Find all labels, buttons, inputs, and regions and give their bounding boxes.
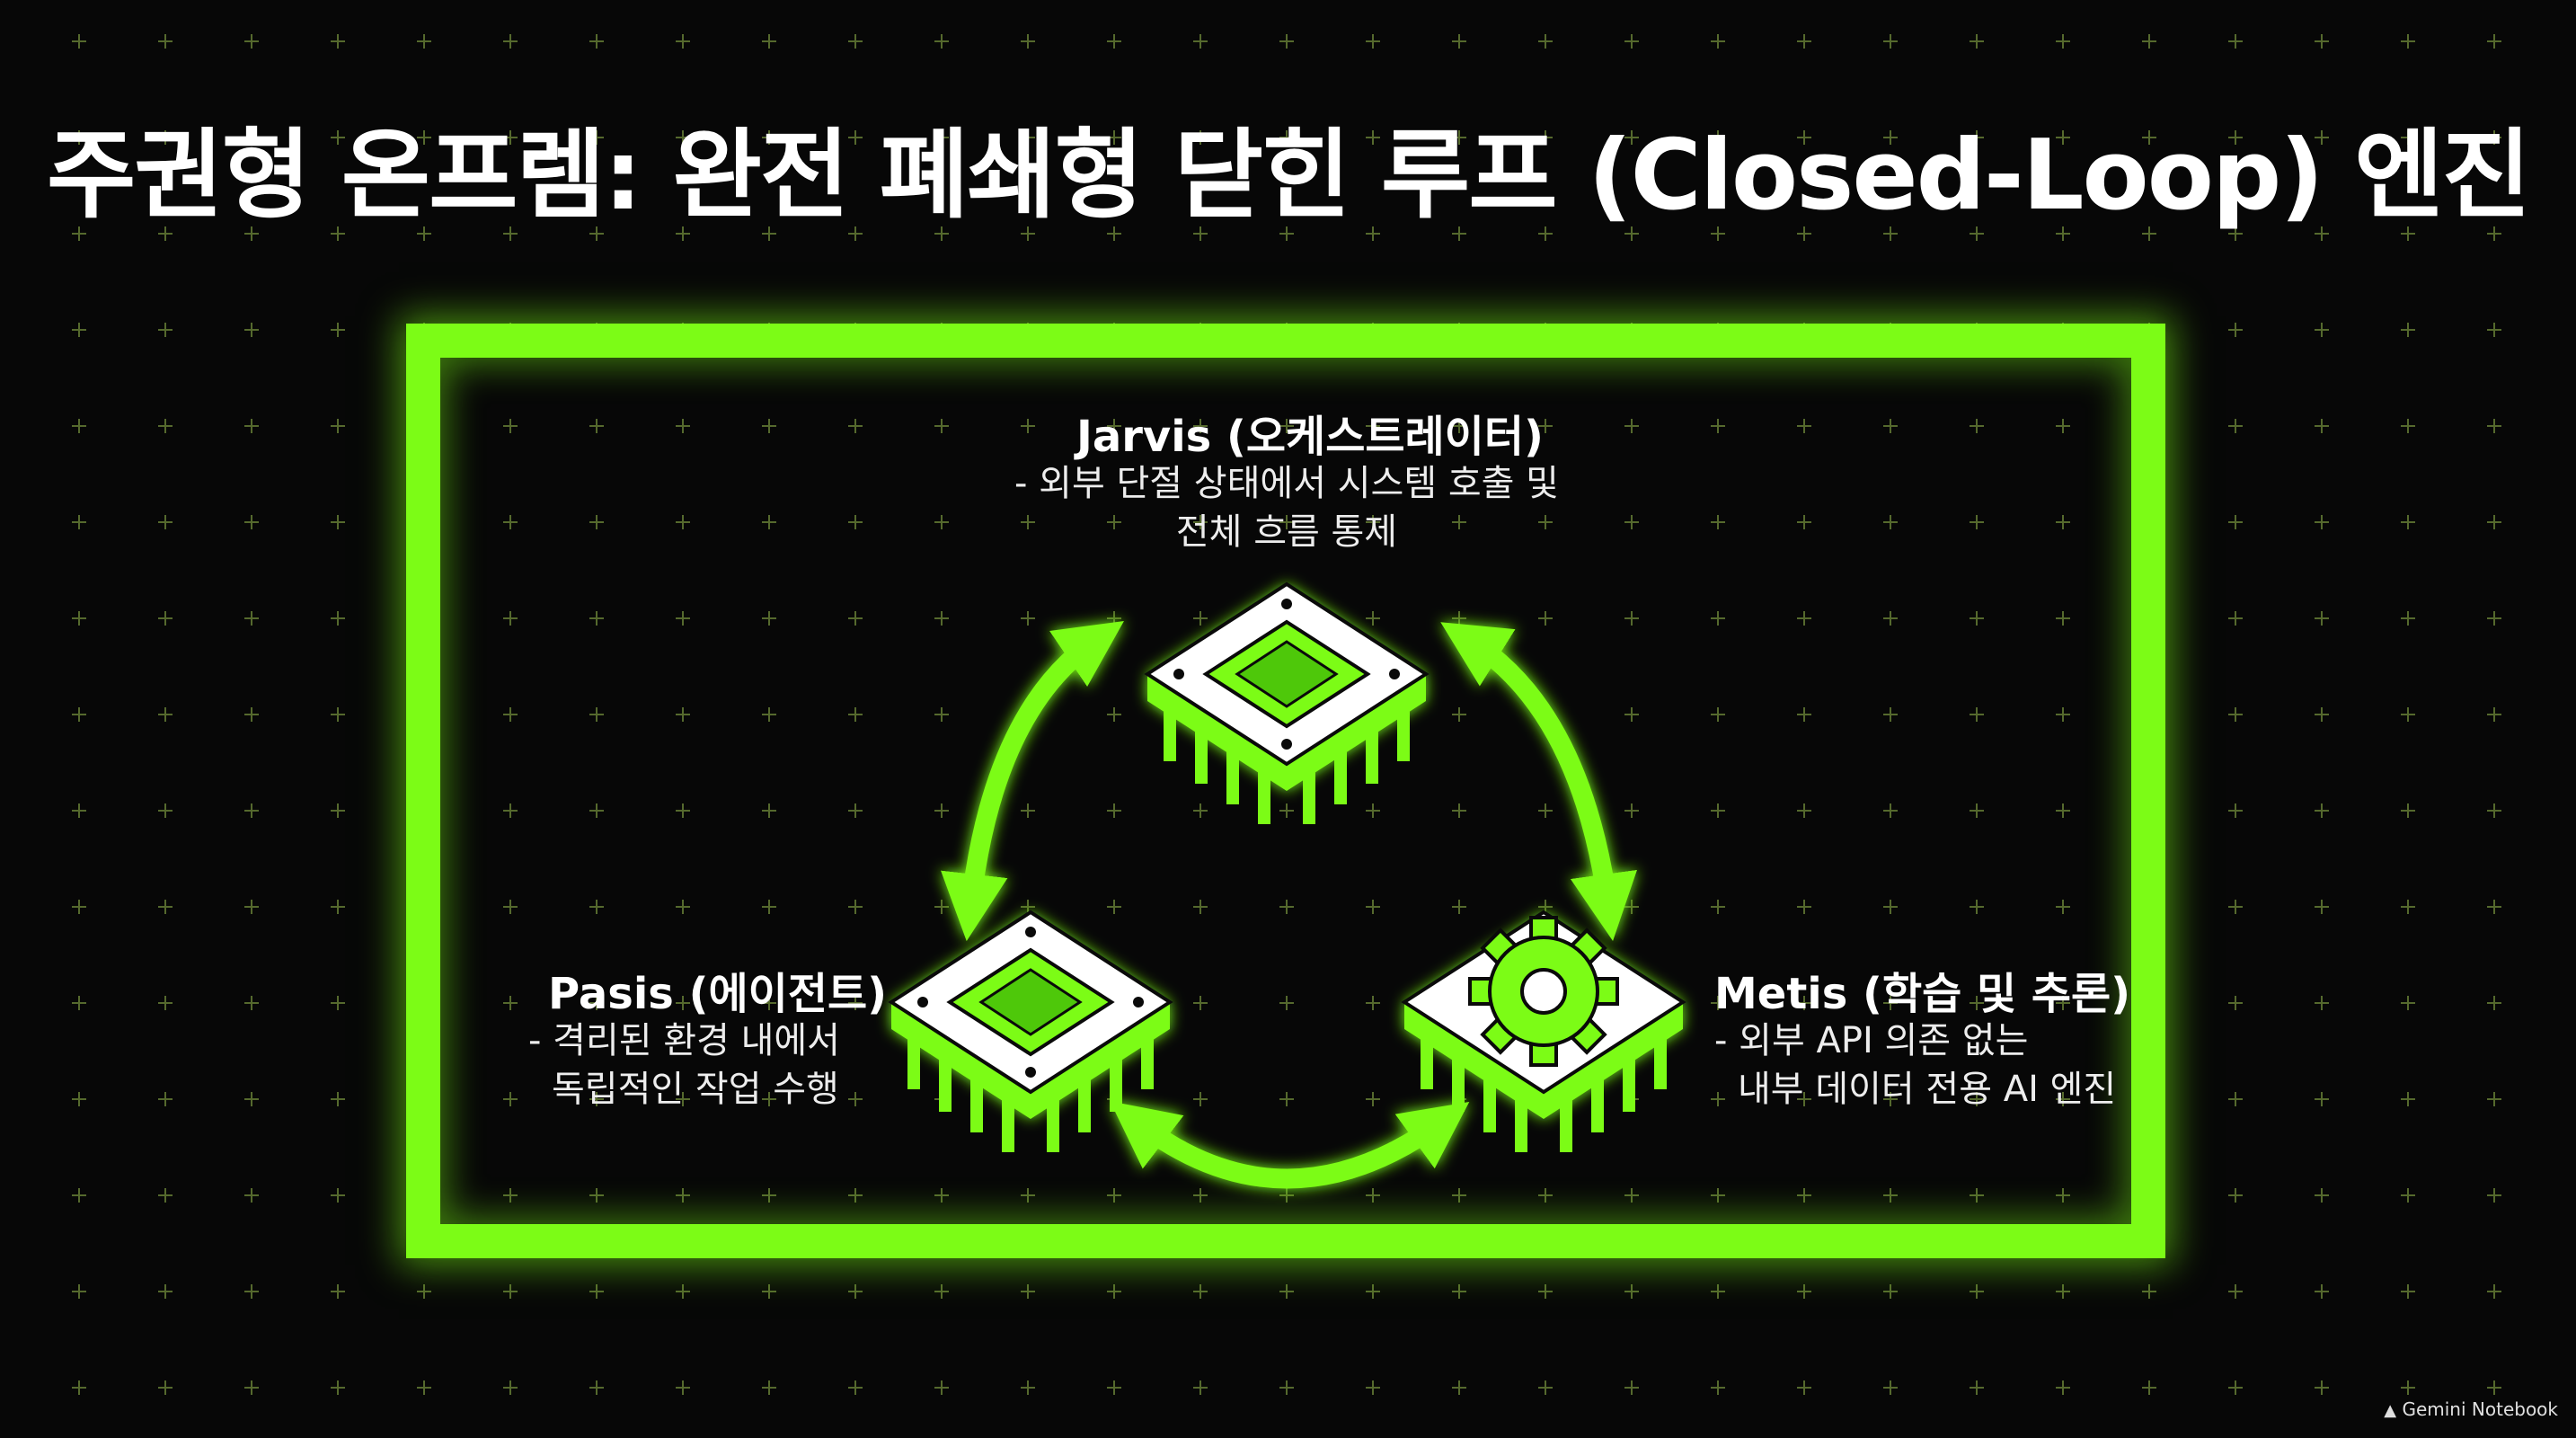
arrow-jarvis-metis [1440, 622, 1637, 942]
jarvis-description: - 외부 단절 상태에서 시스템 호출 및 전체 흐름 통제 [999, 459, 1574, 556]
arrow-pasis-metis [1110, 1101, 1470, 1189]
pasis-description-line: - 격리된 환경 내에서 [528, 1020, 840, 1061]
pasis-title: Pasis (에이전트) [548, 969, 888, 1019]
metis-description-line: 내부 데이터 전용 AI 엔진 [1738, 1069, 2117, 1110]
pasis-chip-icon [888, 910, 1173, 1152]
metis-gear-chip-icon [1401, 910, 1686, 1152]
jarvis-title: Jarvis (오케스트레이터) [1076, 412, 1544, 462]
jarvis-description-line: - 외부 단절 상태에서 시스템 호출 및 [1014, 463, 1559, 504]
jarvis-chip-icon [1144, 581, 1430, 824]
pasis-description-line: 독립적인 작업 수행 [552, 1069, 839, 1110]
arrow-jarvis-pasis [941, 620, 1124, 942]
metis-description-line: - 외부 API 의존 없는 [1714, 1020, 2029, 1061]
closed-loop-frame [406, 324, 2165, 1258]
watermark: ▲ Gemini Notebook [2384, 1398, 2558, 1420]
page-title: 주권형 온프렘: 완전 폐쇄형 닫힌 루프 (Closed-Loop) 엔진 [47, 120, 2531, 232]
watermark-text: Gemini Notebook [2402, 1398, 2558, 1420]
metis-title: Metis (학습 및 추론) [1714, 969, 2131, 1019]
notebook-logo-icon: ▲ [2384, 1401, 2397, 1420]
jarvis-description-line: 전체 흐름 통제 [1175, 511, 1398, 553]
metis-description: - 외부 API 의존 없는 내부 데이터 전용 AI 엔진 [1714, 1016, 2116, 1114]
pasis-description: - 격리된 환경 내에서 독립적인 작업 수행 [528, 1016, 840, 1114]
